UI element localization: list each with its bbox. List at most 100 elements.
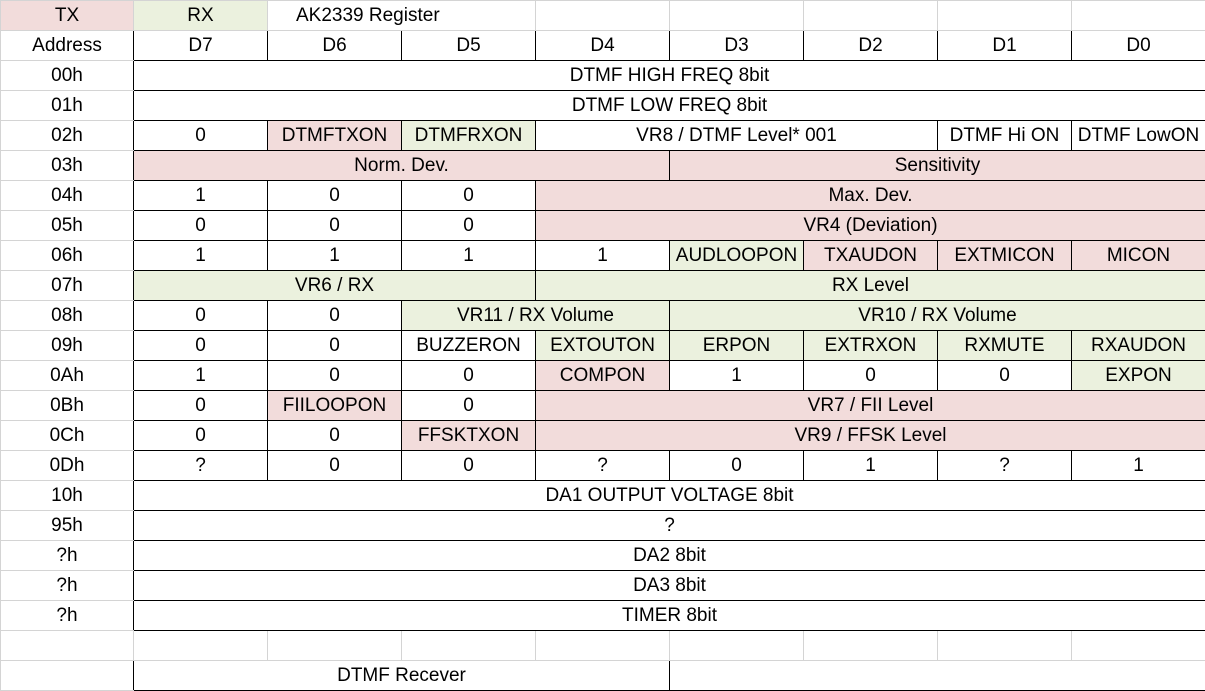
register-field-cell[interactable]: VR4 (Deviation) — [536, 211, 1205, 241]
column-header-d2[interactable]: D2 — [804, 31, 938, 61]
bit-cell[interactable]: DTMFTXON — [268, 121, 402, 151]
address-cell[interactable]: 0Ch — [1, 421, 134, 451]
bit-cell[interactable]: 1 — [134, 361, 268, 391]
sheet-title[interactable]: AK2339 Register — [268, 1, 536, 31]
bit-cell[interactable]: 0 — [402, 391, 536, 421]
bit-cell[interactable]: RXMUTE — [938, 331, 1072, 361]
empty-cell[interactable] — [536, 1, 670, 31]
register-field-cell[interactable]: DA2 8bit — [134, 541, 1205, 571]
bit-cell[interactable]: RXAUDON — [1072, 331, 1205, 361]
bit-cell[interactable]: 0 — [402, 361, 536, 391]
bit-cell[interactable]: MICON — [1072, 241, 1205, 271]
bit-cell[interactable]: 0 — [402, 181, 536, 211]
bit-cell[interactable]: 0 — [268, 451, 402, 481]
register-field-cell[interactable]: TIMER 8bit — [134, 601, 1205, 631]
empty-cell[interactable] — [804, 1, 938, 31]
register-field-cell[interactable]: RX Level — [536, 271, 1205, 301]
bit-cell[interactable]: EXTOUTON — [536, 331, 670, 361]
empty-cell[interactable] — [670, 1, 804, 31]
column-header-d5[interactable]: D5 — [402, 31, 536, 61]
bit-cell[interactable]: 0 — [804, 361, 938, 391]
bit-cell[interactable]: 1 — [670, 361, 804, 391]
address-cell[interactable]: ?h — [1, 571, 134, 601]
bit-cell[interactable]: 0 — [268, 181, 402, 211]
register-field-cell[interactable]: VR10 / RX Volume — [670, 301, 1205, 331]
register-field-cell[interactable]: VR9 / FFSK Level — [536, 421, 1205, 451]
column-header-d4[interactable]: D4 — [536, 31, 670, 61]
register-field-cell[interactable]: DA1 OUTPUT VOLTAGE 8bit — [134, 481, 1205, 511]
register-field-cell[interactable]: VR11 / RX Volume — [402, 301, 670, 331]
register-field-cell[interactable]: DA3 8bit — [134, 571, 1205, 601]
empty-cell[interactable] — [938, 631, 1072, 661]
bit-cell[interactable]: DTMF LowON — [1072, 121, 1205, 151]
address-cell[interactable]: 95h — [1, 511, 134, 541]
bit-cell[interactable]: DTMFRXON — [402, 121, 536, 151]
address-cell[interactable]: ?h — [1, 541, 134, 571]
register-field-cell[interactable]: DTMF HIGH FREQ 8bit — [134, 61, 1205, 91]
bit-cell[interactable]: TXAUDON — [804, 241, 938, 271]
address-cell[interactable]: 05h — [1, 211, 134, 241]
register-field-cell[interactable]: DTMF LOW FREQ 8bit — [134, 91, 1205, 121]
address-cell[interactable]: 02h — [1, 121, 134, 151]
empty-cell[interactable] — [268, 631, 402, 661]
bit-cell[interactable]: 0 — [402, 451, 536, 481]
bit-cell[interactable]: 1 — [1072, 451, 1205, 481]
bit-cell[interactable]: ? — [938, 451, 1072, 481]
empty-cell[interactable] — [804, 631, 938, 661]
bit-cell[interactable]: 0 — [938, 361, 1072, 391]
bit-cell[interactable]: 0 — [134, 211, 268, 241]
bit-cell[interactable]: ? — [536, 451, 670, 481]
empty-cell[interactable] — [134, 631, 268, 661]
bit-cell[interactable]: 0 — [268, 331, 402, 361]
register-field-cell[interactable]: ? — [134, 511, 1205, 541]
register-field-cell[interactable]: VR7 / FII Level — [536, 391, 1205, 421]
bit-cell[interactable]: 0 — [268, 421, 402, 451]
bit-cell[interactable]: 0 — [402, 211, 536, 241]
address-cell[interactable]: 10h — [1, 481, 134, 511]
bit-cell[interactable]: AUDLOOPON — [670, 241, 804, 271]
bit-cell[interactable]: 1 — [536, 241, 670, 271]
register-field-cell[interactable]: Sensitivity — [670, 151, 1205, 181]
bit-cell[interactable]: 0 — [670, 451, 804, 481]
bit-cell[interactable]: 1 — [268, 241, 402, 271]
address-cell[interactable]: ?h — [1, 601, 134, 631]
column-header-d0[interactable]: D0 — [1072, 31, 1205, 61]
bit-cell[interactable]: EXTRXON — [804, 331, 938, 361]
empty-cell[interactable] — [938, 1, 1072, 31]
bit-cell[interactable]: FIILOOPON — [268, 391, 402, 421]
column-header-d6[interactable]: D6 — [268, 31, 402, 61]
bit-cell[interactable]: 0 — [134, 331, 268, 361]
bit-cell[interactable]: 0 — [134, 301, 268, 331]
bit-cell[interactable]: 0 — [268, 301, 402, 331]
bit-cell[interactable]: EXPON — [1072, 361, 1205, 391]
register-field-cell[interactable]: Norm. Dev. — [134, 151, 670, 181]
bit-cell[interactable]: ERPON — [670, 331, 804, 361]
column-header-d1[interactable]: D1 — [938, 31, 1072, 61]
column-header-d7[interactable]: D7 — [134, 31, 268, 61]
bit-cell[interactable]: FFSKTXON — [402, 421, 536, 451]
register-field-cell[interactable]: Max. Dev. — [536, 181, 1205, 211]
bit-cell[interactable]: EXTMICON — [938, 241, 1072, 271]
dtmf-receiver-cell[interactable]: DTMF Recever — [134, 661, 670, 691]
empty-cell[interactable] — [402, 631, 536, 661]
rx-cell[interactable]: RX — [134, 1, 268, 31]
column-header-d3[interactable]: D3 — [670, 31, 804, 61]
bit-cell[interactable]: 0 — [134, 391, 268, 421]
empty-cell[interactable] — [1, 661, 134, 691]
empty-merged-cell[interactable] — [670, 661, 1205, 691]
address-cell[interactable]: 08h — [1, 301, 134, 331]
address-cell[interactable]: 06h — [1, 241, 134, 271]
address-cell[interactable]: 0Ah — [1, 361, 134, 391]
bit-cell[interactable]: 0 — [134, 121, 268, 151]
empty-cell[interactable] — [1072, 1, 1205, 31]
bit-cell[interactable]: BUZZERON — [402, 331, 536, 361]
bit-cell[interactable]: DTMF Hi ON — [938, 121, 1072, 151]
bit-cell[interactable]: 1 — [134, 181, 268, 211]
bit-cell[interactable]: 0 — [268, 211, 402, 241]
address-cell[interactable]: 01h — [1, 91, 134, 121]
column-header-address[interactable]: Address — [1, 31, 134, 61]
bit-cell[interactable]: 1 — [134, 241, 268, 271]
tx-cell[interactable]: TX — [1, 1, 134, 31]
register-field-cell[interactable]: VR8 / DTMF Level* 001 — [536, 121, 938, 151]
address-cell[interactable]: 07h — [1, 271, 134, 301]
